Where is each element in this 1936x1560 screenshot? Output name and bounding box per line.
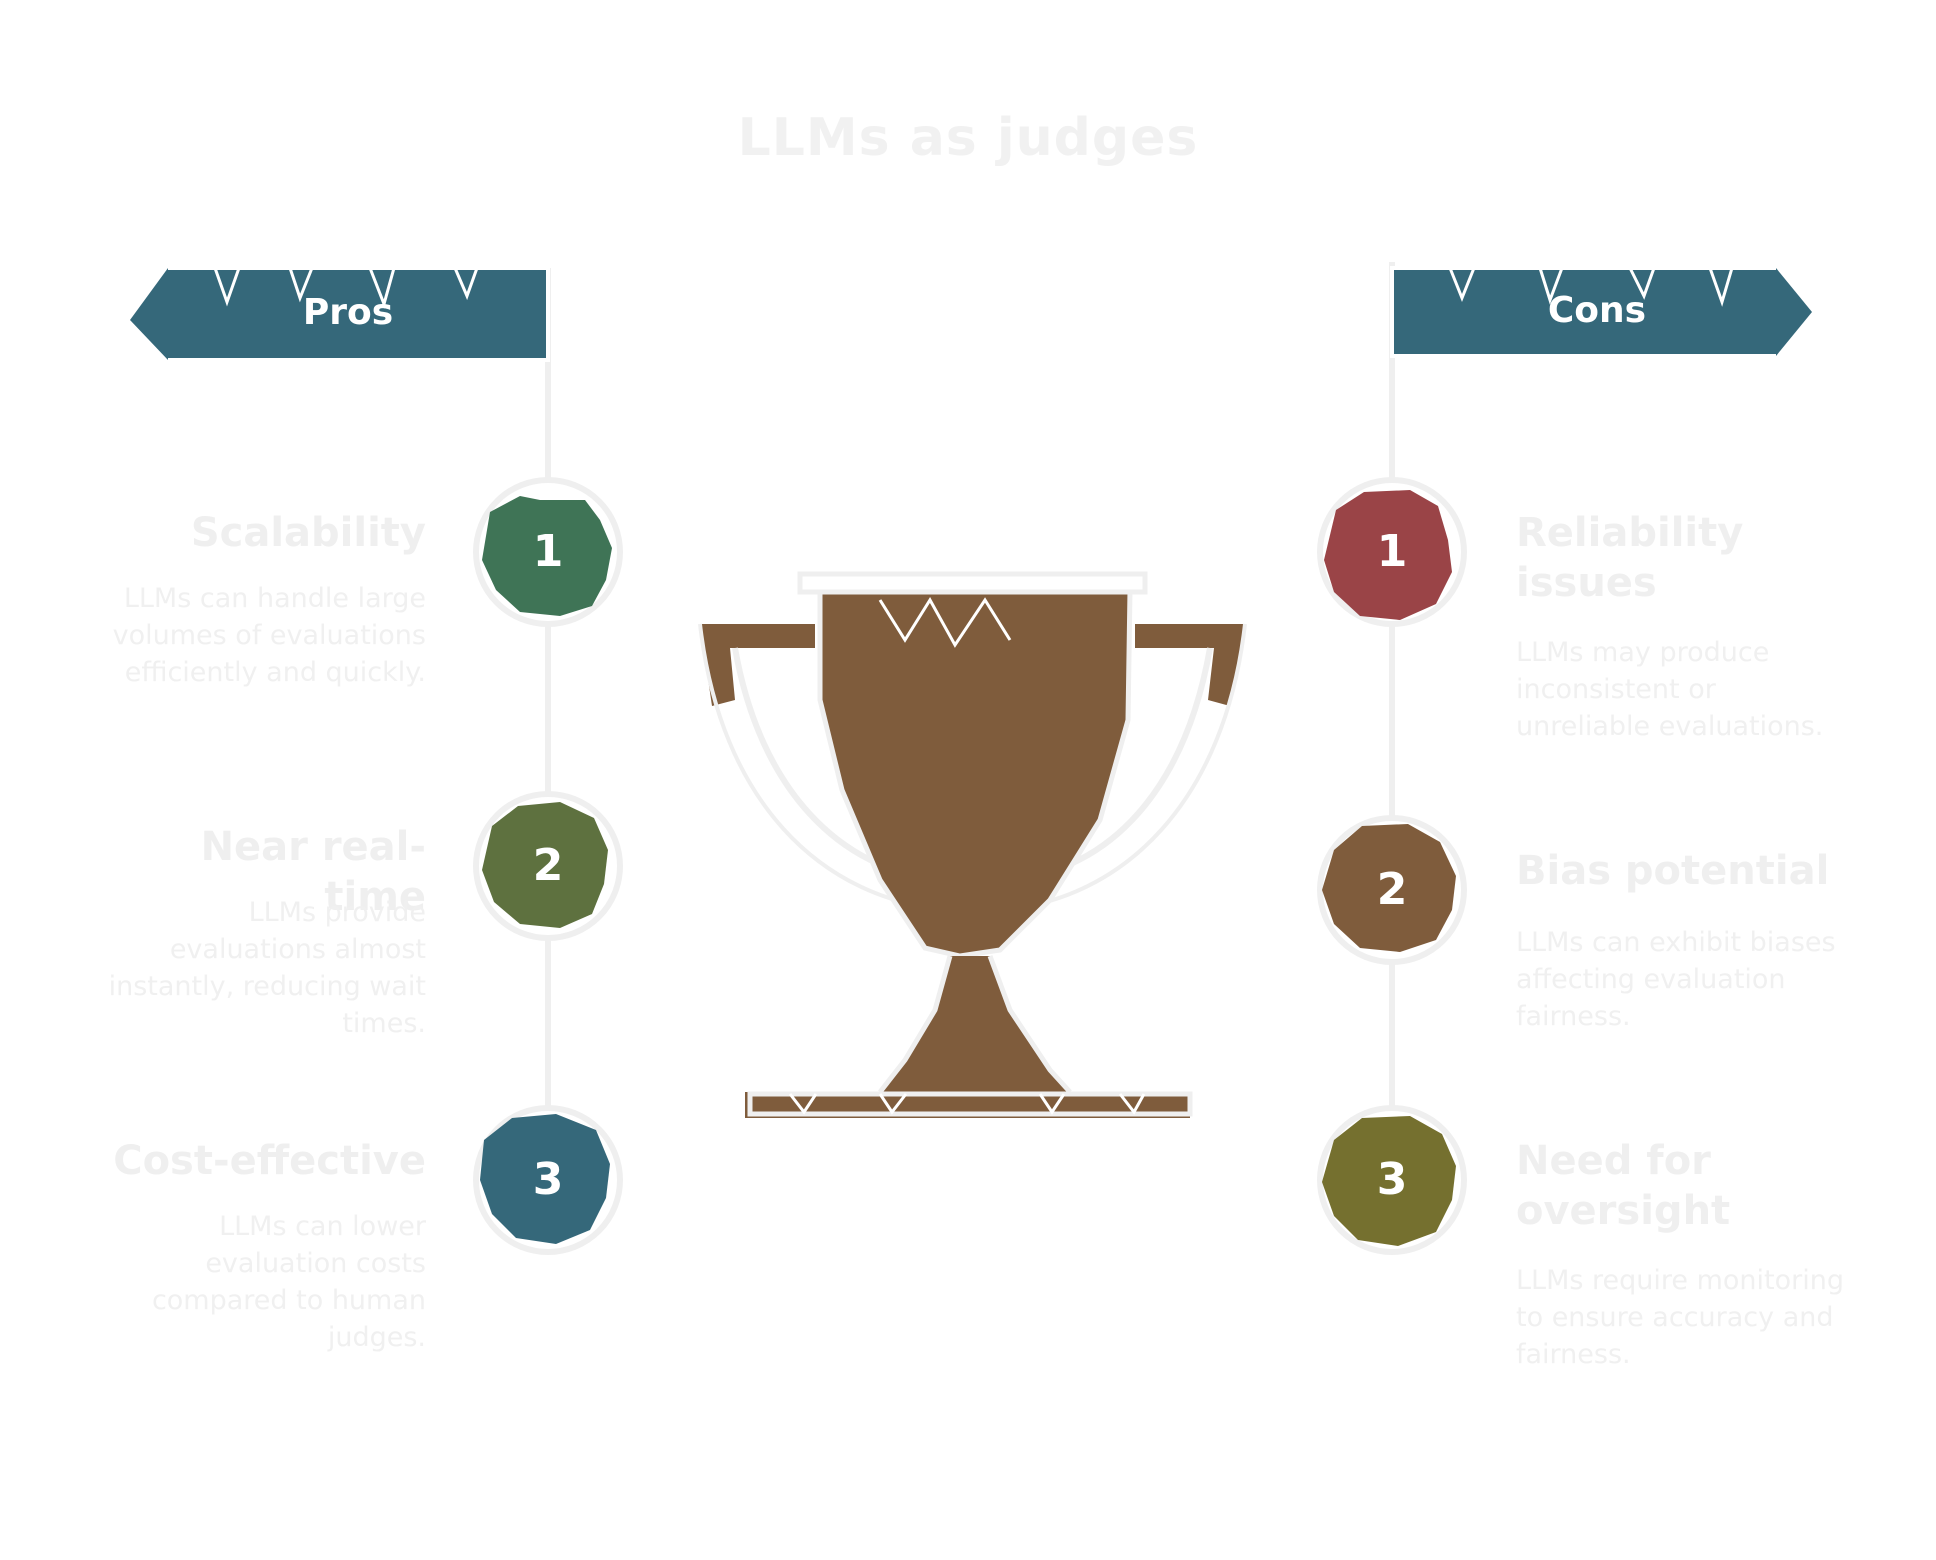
diagram-title: LLMs as judges bbox=[737, 108, 1199, 168]
pros-item-title: Cost-effective bbox=[113, 1138, 426, 1184]
pros-item-description: LLMs provide evaluations almost instantl… bbox=[108, 897, 426, 1039]
cons-item-description: LLMs require monitoring to ensure accura… bbox=[1516, 1265, 1844, 1370]
cons-number-1: 1 bbox=[1376, 526, 1408, 577]
cons-item-title: Reliability issues bbox=[1516, 510, 1744, 606]
cons-badge-1 bbox=[1317, 477, 1467, 627]
pros-badge-1 bbox=[473, 477, 623, 627]
pros-item-description: LLMs can lower evaluation costs compared… bbox=[151, 1211, 426, 1353]
cons-item-title: Bias potential bbox=[1516, 848, 1830, 894]
cons-label: Cons bbox=[1547, 290, 1647, 331]
pros-number-1: 1 bbox=[532, 526, 564, 577]
cons-number-3: 3 bbox=[1376, 1154, 1408, 1205]
pros-number-2: 2 bbox=[532, 840, 564, 891]
cons-item-description: LLMs may produce inconsistent or unrelia… bbox=[1516, 637, 1824, 742]
pros-label: Pros bbox=[302, 292, 394, 333]
pros-badge-2 bbox=[473, 791, 623, 941]
pros-badge-3 bbox=[473, 1105, 623, 1255]
cons-item-description: LLMs can exhibit biases affecting evalua… bbox=[1516, 927, 1836, 1032]
pros-number-3: 3 bbox=[532, 1154, 564, 1205]
trophy-icon bbox=[698, 571, 1247, 1118]
pros-banner-arrow bbox=[86, 238, 550, 386]
pros-item-description: LLMs can handle large volumes of evaluat… bbox=[112, 583, 426, 688]
cons-badge-3 bbox=[1317, 1105, 1467, 1255]
cons-item-title: Need for oversight bbox=[1516, 1138, 1731, 1234]
cons-banner-arrow bbox=[1390, 238, 1856, 382]
pros-item-title: Scalability bbox=[190, 510, 426, 556]
pros-item-title: Near real-time bbox=[200, 824, 426, 920]
cons-badge-2 bbox=[1317, 815, 1467, 965]
cons-number-2: 2 bbox=[1376, 864, 1408, 915]
